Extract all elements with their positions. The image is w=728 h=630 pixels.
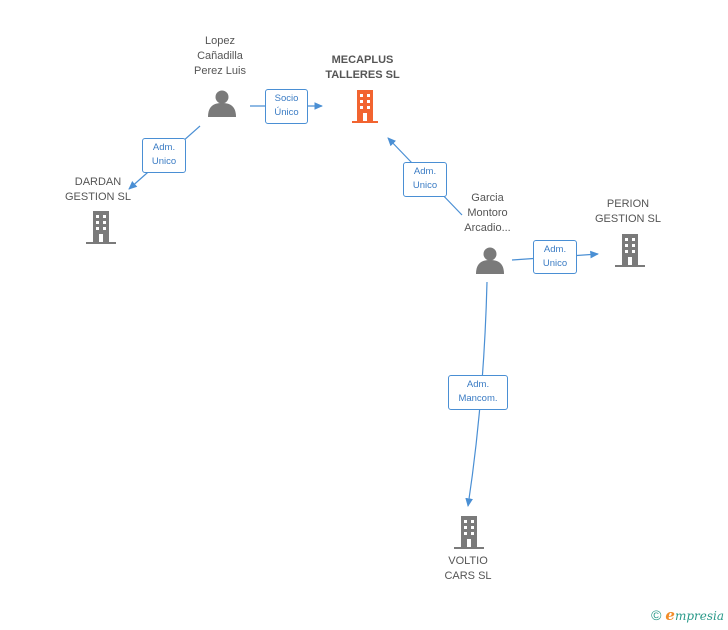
edge-label-garcia-voltio[interactable]: Adm. Mancom. bbox=[448, 375, 508, 410]
copyright-icon: © bbox=[651, 607, 662, 623]
edges bbox=[128, 102, 599, 507]
building-icon-mecaplus[interactable] bbox=[350, 90, 380, 123]
footer-brand[interactable]: ©empresia bbox=[651, 606, 724, 624]
node-label-voltio[interactable]: VOLTIO CARS SL bbox=[444, 555, 492, 582]
edge-label-garcia-mecaplus[interactable]: Adm. Unico bbox=[403, 162, 447, 197]
building-icon-voltio[interactable] bbox=[454, 516, 484, 549]
node-label-lopez[interactable]: Lopez Cañadilla Perez Luis bbox=[194, 35, 246, 77]
brand-logo-text: mpresia bbox=[674, 609, 724, 623]
node-label-dardan[interactable]: DARDAN GESTION SL bbox=[64, 176, 132, 203]
edge-label-lopez-mecaplus[interactable]: Socio Único bbox=[265, 89, 308, 124]
building-icon-dardan[interactable] bbox=[86, 211, 116, 244]
brand-logo-initial: e bbox=[665, 606, 675, 624]
edge-label-garcia-perion[interactable]: Adm. Unico bbox=[533, 240, 577, 274]
person-icon-lopez[interactable] bbox=[208, 90, 236, 118]
person-icon-garcia[interactable] bbox=[476, 247, 504, 275]
building-icon-perion[interactable] bbox=[615, 234, 645, 267]
node-label-perion[interactable]: PERION GESTION SL bbox=[594, 198, 662, 225]
node-label-garcia[interactable]: Garcia Montoro Arcadio... bbox=[464, 192, 511, 234]
node-label-mecaplus[interactable]: MECAPLUS TALLERES SL bbox=[325, 54, 400, 81]
edge-label-lopez-dardan[interactable]: Adm. Unico bbox=[142, 138, 186, 173]
